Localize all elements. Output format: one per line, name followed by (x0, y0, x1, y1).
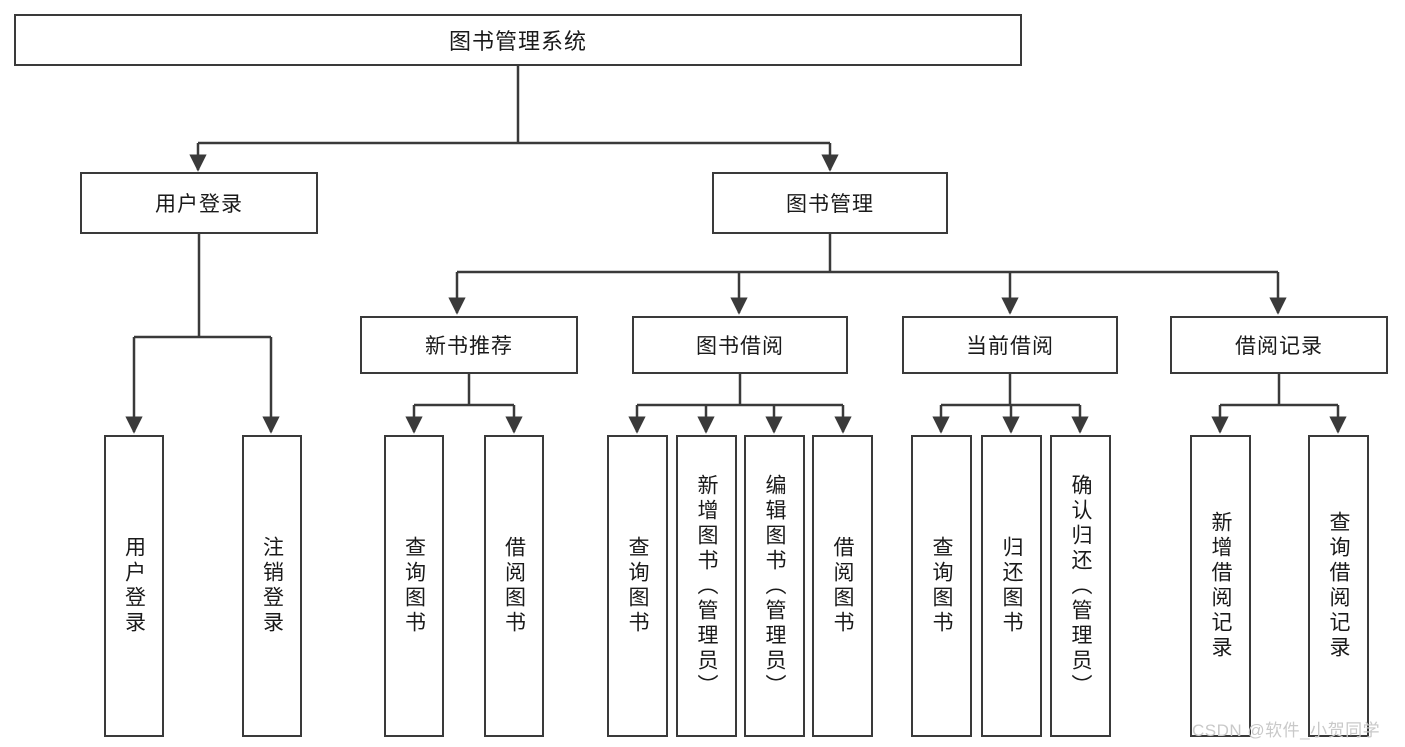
leaf-borrow-book-label: 借阅图书 (831, 536, 854, 636)
leaf-query-borrow-record[interactable]: 查询借阅记录 (1308, 435, 1369, 737)
leaf-user-login[interactable]: 用户登录 (104, 435, 164, 737)
leaf-query-borrow-record-label: 查询借阅记录 (1327, 511, 1350, 661)
node-new-book-recommend[interactable]: 新书推荐 (360, 316, 578, 374)
leaf-add-borrow-record-label: 新增借阅记录 (1209, 511, 1232, 661)
leaf-borrow-book-recommend-label: 借阅图书 (502, 536, 526, 636)
node-current-borrow[interactable]: 当前借阅 (902, 316, 1118, 374)
node-book-borrow[interactable]: 图书借阅 (632, 316, 848, 374)
node-root[interactable]: 图书管理系统 (14, 14, 1022, 66)
leaf-return-book-label: 归还图书 (1000, 536, 1023, 636)
leaf-confirm-return-admin-label: 确认归还（管理员） (1069, 473, 1092, 699)
leaf-logout-label: 注销登录 (260, 536, 284, 636)
leaf-edit-book-admin[interactable]: 编辑图书（管理员） (744, 435, 805, 737)
leaf-edit-book-admin-label: 编辑图书（管理员） (763, 473, 786, 699)
leaf-add-book-admin[interactable]: 新增图书（管理员） (676, 435, 737, 737)
leaf-query-book-current[interactable]: 查询图书 (911, 435, 972, 737)
node-book-management[interactable]: 图书管理 (712, 172, 948, 234)
csdn-watermark: CSDN @软件_小贺同学 (1192, 721, 1381, 740)
node-new-book-recommend-label: 新书推荐 (425, 335, 513, 358)
leaf-query-book-borrow-label: 查询图书 (626, 536, 649, 636)
node-book-management-label: 图书管理 (786, 193, 874, 216)
node-book-borrow-label: 图书借阅 (696, 335, 784, 358)
node-user-login[interactable]: 用户登录 (80, 172, 318, 234)
leaf-query-book-current-label: 查询图书 (930, 536, 953, 636)
node-current-borrow-label: 当前借阅 (966, 335, 1054, 358)
leaf-query-book-recommend[interactable]: 查询图书 (384, 435, 444, 737)
leaf-query-book-recommend-label: 查询图书 (402, 536, 426, 636)
leaf-borrow-book-recommend[interactable]: 借阅图书 (484, 435, 544, 737)
leaf-confirm-return-admin[interactable]: 确认归还（管理员） (1050, 435, 1111, 737)
leaf-logout[interactable]: 注销登录 (242, 435, 302, 737)
leaf-user-login-label: 用户登录 (122, 536, 146, 636)
leaf-query-book-borrow[interactable]: 查询图书 (607, 435, 668, 737)
node-borrow-record-label: 借阅记录 (1235, 335, 1323, 358)
node-user-login-label: 用户登录 (155, 193, 243, 216)
leaf-add-book-admin-label: 新增图书（管理员） (695, 473, 718, 699)
node-root-label: 图书管理系统 (448, 29, 587, 54)
leaf-borrow-book[interactable]: 借阅图书 (812, 435, 873, 737)
node-borrow-record[interactable]: 借阅记录 (1170, 316, 1388, 374)
leaf-add-borrow-record[interactable]: 新增借阅记录 (1190, 435, 1251, 737)
leaf-return-book[interactable]: 归还图书 (981, 435, 1042, 737)
